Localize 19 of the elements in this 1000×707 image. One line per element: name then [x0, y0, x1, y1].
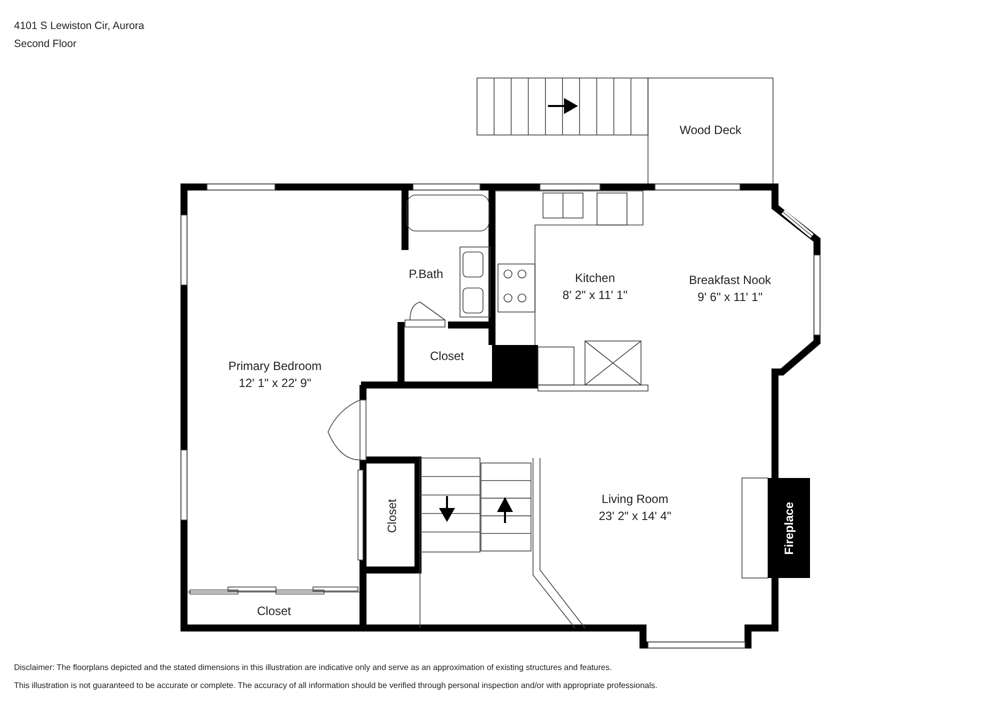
fireplace-block [768, 478, 810, 578]
room-name: Closet [384, 498, 400, 533]
room-name: Living Room [602, 490, 668, 508]
address-title: 4101 S Lewiston Cir, Aurora [14, 20, 144, 32]
room-dimensions: 8' 2" x 11' 1" [562, 287, 628, 304]
room-name: Kitchen [574, 270, 616, 287]
room-name: Primary Bedroom [228, 358, 322, 375]
room-dimensions: 23' 2" x 14' 4" [598, 508, 672, 524]
room-dimensions: 12' 1" x 22' 9" [238, 375, 312, 392]
room-name: Wood Deck [680, 122, 742, 138]
room-dimensions: 9' 6" x 11' 1" [698, 289, 762, 306]
room-name: Closet [430, 348, 464, 364]
room-name: Closet [256, 602, 291, 620]
room-name: P.Bath [408, 266, 444, 282]
disclaimer-text: This illustration is not guaranteed to be accurate or complete. The accuracy of all information should be verified through personal inspection and/or with appropriate professionals. [14, 681, 658, 690]
disclaimer-text: Disclaimer: The floorplans depicted and the stated dimensions in this illustration are indicative only and serve as an approximation of existing structures and features. [14, 663, 612, 672]
room-name: Fireplace [780, 502, 796, 554]
room-name: Breakfast Nook [688, 272, 772, 289]
floor-label: Second Floor [14, 38, 76, 50]
